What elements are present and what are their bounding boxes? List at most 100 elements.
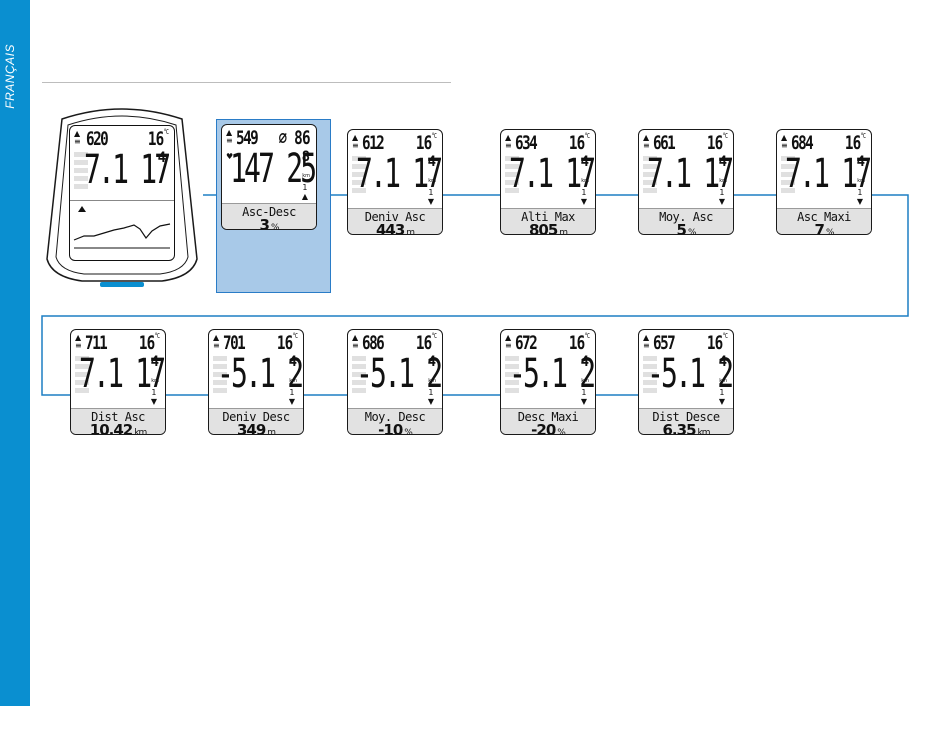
screen-altitude: 634 xyxy=(515,132,538,154)
screen-altitude: 661 xyxy=(653,132,676,154)
screen-altitude: 657 xyxy=(653,332,676,354)
screen-speed-sup: 4 xyxy=(427,354,436,370)
device-altitude: 620 xyxy=(86,128,109,150)
ghost-segments xyxy=(75,356,89,396)
mountain-icon: ▲≡ xyxy=(352,333,359,350)
device-speed: 7.1 17 xyxy=(84,147,171,193)
screen-speed: -5.1 27 xyxy=(217,351,303,397)
label-band xyxy=(777,208,871,234)
down-arrow-icon: 1▼ xyxy=(288,388,295,406)
mountain-icon: ▲≡ xyxy=(643,133,650,150)
screen-speed-sup: 4 xyxy=(427,154,436,170)
screen-temperature: 16°C xyxy=(415,132,437,154)
screen-altitude: 672 xyxy=(515,332,538,354)
kmh-unit: km xyxy=(857,178,865,184)
down-arrow-icon: 1▼ xyxy=(856,188,863,206)
screen-speed-sup: 4 xyxy=(580,354,589,370)
screen-speed: 7.1 17 xyxy=(79,351,165,397)
down-arrow-icon: 1▼ xyxy=(718,388,725,406)
screen-item: ▲≡ 711 16°C 7.1 17 4 km 1▼ Dist Asc 10.4… xyxy=(70,329,166,435)
screen-altitude: 684 xyxy=(791,132,814,154)
screen-speed-sup: 8 xyxy=(301,149,310,165)
language-sidebar: FRANÇAIS xyxy=(0,0,30,706)
header-rule xyxy=(42,82,451,83)
screen-label: Asc Maxi xyxy=(797,210,851,224)
down-arrow-icon: 1▼ xyxy=(427,388,434,406)
label-band xyxy=(501,208,595,234)
screen-altitude: 612 xyxy=(362,132,385,154)
mountain-icon: ▲≡ xyxy=(352,133,359,150)
kmh-unit: km xyxy=(581,378,589,384)
bike-computer-device: ▲≡ 620 16°C 7.1 17 4 xyxy=(42,99,202,289)
kmh-unit: km xyxy=(719,178,727,184)
screen-value: -20% xyxy=(531,421,566,435)
label-band xyxy=(639,208,733,234)
device-screen: ▲≡ 620 16°C 7.1 17 4 xyxy=(69,125,175,261)
screen-label: Alti Max xyxy=(521,210,575,224)
mountain-icon: ▲≡ xyxy=(643,333,650,350)
screen-speed-sup: 4 xyxy=(150,354,159,370)
down-arrow-icon: 1▼ xyxy=(580,188,587,206)
screen-temperature: 16°C xyxy=(706,332,728,354)
screen-label: Dist Asc xyxy=(91,410,145,424)
screen-speed: -5.1 27 xyxy=(356,351,442,397)
screen-value: -10% xyxy=(378,421,413,435)
screen-temperature: 16°C xyxy=(568,132,590,154)
kmh-unit: km xyxy=(151,378,159,384)
screen-temperature: 16°C xyxy=(568,332,590,354)
kmh-unit: km xyxy=(302,173,310,179)
screen-extra: ⌀ 86 xyxy=(278,127,311,149)
screen-label: Dist Desce xyxy=(652,410,720,424)
ghost-segments xyxy=(643,356,657,396)
screen-item: ▲≡ 686 16°C -5.1 27 4 km 1▼ Moy. Desc -1… xyxy=(347,329,443,435)
heart-icon: ▲≡♥ xyxy=(226,128,234,161)
screen-speed: -5.1 27 xyxy=(647,351,733,397)
kmh-unit: km xyxy=(581,178,589,184)
screen-altitude: 686 xyxy=(362,332,385,354)
ghost-segments xyxy=(352,156,366,196)
down-arrow-icon: 1▼ xyxy=(427,188,434,206)
up-arrow-icon: 1▲ xyxy=(301,183,308,201)
device-speed-sup: 4 xyxy=(157,150,166,166)
label-band xyxy=(348,408,442,434)
screen-speed-sup: 4 xyxy=(288,354,297,370)
screen-asc-desc: ▲≡♥ 549 ⌀ 86 147 25 8 km 1▲ Asc-Desc 3% xyxy=(221,124,317,230)
down-arrow-icon: 1▼ xyxy=(718,188,725,206)
screen-label: Asc-Desc xyxy=(242,205,296,219)
screen-speed: 147 25 xyxy=(230,146,316,192)
screen-altitude: 711 xyxy=(85,332,108,354)
screen-speed-sup: 4 xyxy=(856,154,865,170)
screen-temperature: 16°C xyxy=(415,332,437,354)
screen-item: ▲≡ 657 16°C -5.1 27 4 km 1▼ Dist Desce 6… xyxy=(638,329,734,435)
ghost-segments xyxy=(74,152,88,192)
mountain-icon: ▲≡ xyxy=(213,333,220,350)
device-temperature: 16°C xyxy=(147,128,169,150)
mountain-icon: ▲≡ xyxy=(505,333,512,350)
screen-value: 7% xyxy=(814,221,835,235)
ghost-segments xyxy=(643,156,657,196)
mountain-icon: ▲≡ xyxy=(781,133,788,150)
screen-label: Deniv Asc xyxy=(364,210,426,224)
label-band xyxy=(222,203,316,229)
label-band xyxy=(209,408,303,434)
ghost-segments xyxy=(781,156,795,196)
kmh-unit: km xyxy=(719,378,727,384)
ghost-segments xyxy=(352,356,366,396)
mountain-small-icon xyxy=(78,206,86,212)
screen-label: Deniv Desc xyxy=(222,410,290,424)
screen-item: ▲≡ 701 16°C -5.1 27 4 km 1▼ Deniv Desc 3… xyxy=(208,329,304,435)
ghost-segments xyxy=(213,356,227,396)
screen-speed: 7.1 17 xyxy=(785,151,871,197)
label-band xyxy=(639,408,733,434)
label-band xyxy=(348,208,442,234)
label-band xyxy=(501,408,595,434)
screen-label: Moy. Desc xyxy=(364,410,426,424)
screen-speed: 7.1 17 xyxy=(356,151,442,197)
screen-temperature: 16°C xyxy=(276,332,298,354)
screen-temperature: 16°C xyxy=(844,132,866,154)
